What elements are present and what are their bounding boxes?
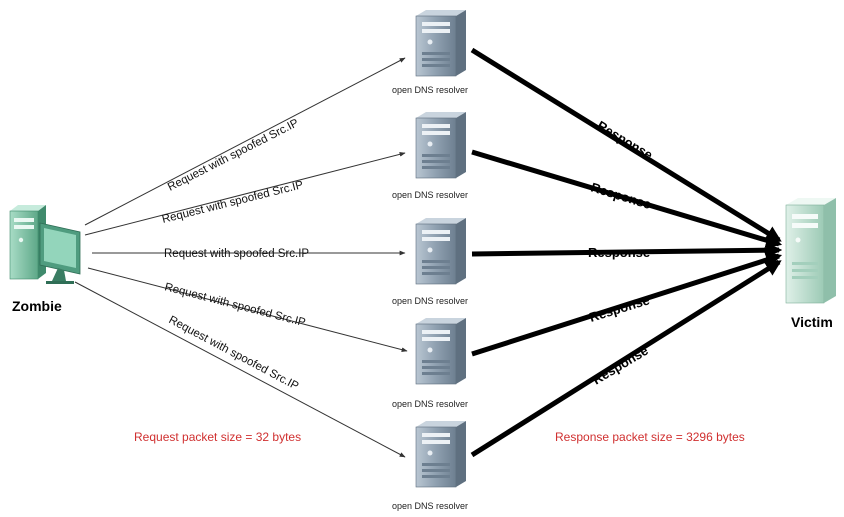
server-tower-icon <box>415 112 466 179</box>
zombie-computer-icon <box>9 205 81 284</box>
request-arrow-5 <box>74 281 406 458</box>
response-label-2: Response <box>589 180 653 213</box>
request-arrow-4 <box>87 267 408 352</box>
response-arrow-3 <box>471 242 783 259</box>
dns-resolver-3: open DNS resolver <box>392 218 468 306</box>
response-label-3: Response <box>588 245 650 260</box>
victim-label: Victim <box>791 314 833 330</box>
victim-server-icon <box>785 198 836 304</box>
dns-resolver-2: open DNS resolver <box>392 112 468 200</box>
dns-resolver-1: open DNS resolver <box>392 10 468 95</box>
response-label-5: Response <box>590 343 651 388</box>
resolver-label: open DNS resolver <box>392 296 468 306</box>
request-arrow-2 <box>84 152 406 236</box>
response-label-1: Response <box>594 118 655 163</box>
request-arrows <box>74 57 408 458</box>
response-arrow-2 <box>471 149 783 248</box>
request-label-1: Request with spoofed Src.IP <box>166 117 301 194</box>
dns-resolver-4: open DNS resolver <box>392 318 468 409</box>
response-arrow-4 <box>471 252 783 357</box>
server-tower-icon <box>415 421 466 488</box>
response-arrow-5 <box>470 259 782 458</box>
resolver-label: open DNS resolver <box>392 501 468 511</box>
zombie-label: Zombie <box>12 298 62 314</box>
response-packet-size-note: Response packet size = 3296 bytes <box>555 430 745 444</box>
request-packet-size-note: Request packet size = 32 bytes <box>134 430 301 444</box>
request-label-5: Request with spoofed Src.IP <box>167 314 301 393</box>
response-arrows <box>470 47 783 458</box>
response-label-4: Response <box>587 292 651 325</box>
dns-resolver-5: open DNS resolver <box>392 421 468 511</box>
server-tower-icon <box>415 318 466 385</box>
resolver-label: open DNS resolver <box>392 399 468 409</box>
server-tower-icon <box>415 10 466 77</box>
response-labels: Response Response Response Response Resp… <box>587 118 655 388</box>
zombie-node: Zombie <box>9 205 81 314</box>
resolver-label: open DNS resolver <box>392 190 468 200</box>
request-label-3: Request with spoofed Src.IP <box>164 248 309 260</box>
request-labels: Request with spoofed Src.IP Request with… <box>161 117 310 393</box>
request-arrow-1 <box>84 57 406 226</box>
response-arrow-1 <box>470 47 782 243</box>
resolver-label: open DNS resolver <box>392 85 468 95</box>
server-tower-icon <box>415 218 466 285</box>
victim-node: Victim <box>785 198 836 330</box>
